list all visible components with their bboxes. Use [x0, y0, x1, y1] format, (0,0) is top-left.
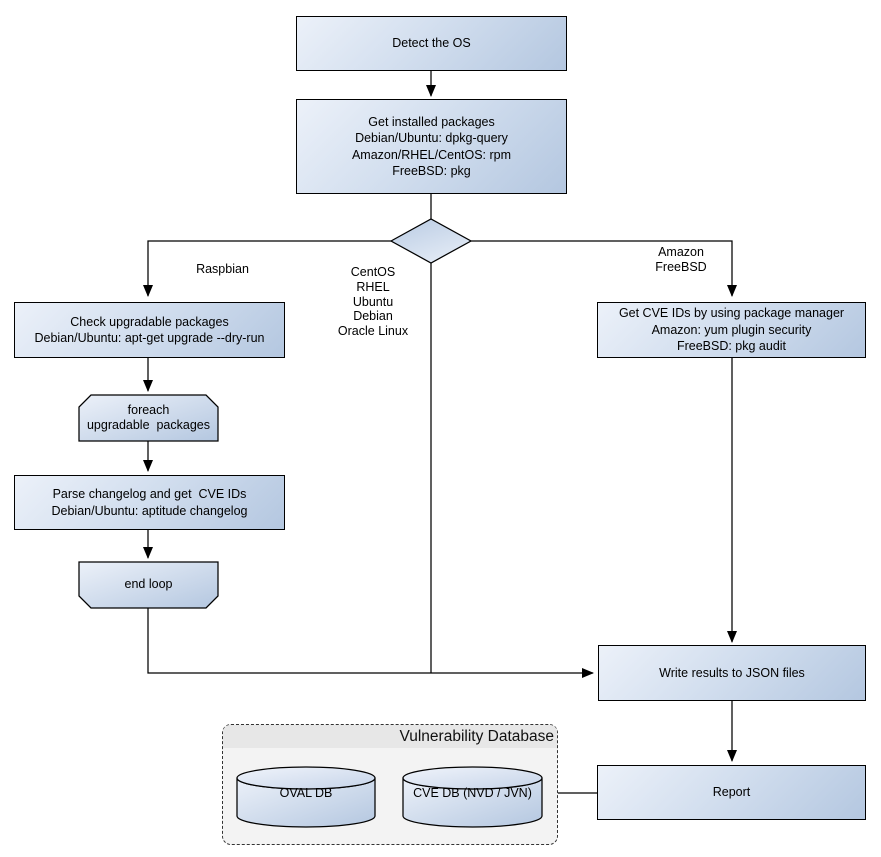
node-foreach-loop: foreach upgradable packages	[79, 395, 218, 441]
branch-label-os: Oracle Linux	[337, 324, 409, 339]
oval-db-cylinder-top	[236, 766, 376, 790]
node-get-cve-ids-line: Amazon: yum plugin security	[651, 322, 812, 337]
oval-db-label-wrap: OVAL DB	[237, 784, 375, 802]
node-foreach-line: upgradable packages	[86, 418, 210, 432]
node-check-upgradable-line: Check upgradable packages	[70, 314, 229, 329]
node-get-installed-packages-line: Amazon/RHEL/CentOS: rpm	[351, 147, 512, 162]
node-end-loop: end loop	[79, 562, 218, 608]
node-parse-changelog-line: Debian/Ubuntu: aptitude changelog	[51, 503, 248, 518]
node-end-loop-label: end loop	[124, 577, 173, 592]
foreach-loop-shape	[78, 394, 219, 442]
cve-db-label: CVE DB (NVD / JVN)	[413, 786, 532, 800]
branch-label-raspbian: Raspbian	[175, 262, 270, 277]
branch-label-os: FreeBSD	[655, 259, 707, 274]
node-detect-os-label: Detect the OS	[392, 36, 471, 51]
node-report: Report	[597, 765, 866, 820]
node-get-cve-ids-line: Get CVE IDs by using package manager	[618, 306, 845, 321]
node-check-upgradable-packages: Check upgradable packages Debian/Ubuntu:…	[14, 302, 285, 358]
decision-diamond	[389, 218, 473, 264]
node-foreach-line: foreach	[127, 402, 170, 417]
branch-label-os: Debian	[353, 309, 393, 324]
node-write-results-label: Write results to JSON files	[659, 665, 805, 680]
oval-db-label: OVAL DB	[279, 786, 333, 800]
branch-label-amazon-freebsd: Amazon FreeBSD	[641, 245, 721, 275]
edge-decision-to-check-upgradable	[143, 240, 391, 297]
branch-label-os: Ubuntu	[352, 294, 394, 309]
branch-label-os: CentOS	[350, 265, 396, 279]
node-detect-os: Detect the OS	[296, 16, 567, 71]
vulnerability-database-title: Vulnerability Database	[223, 725, 557, 748]
node-write-results: Write results to JSON files	[598, 645, 866, 701]
branch-label-raspbian-text: Raspbian	[196, 262, 249, 276]
node-parse-changelog-line: Parse changelog and get CVE IDs	[52, 487, 247, 501]
end-loop-shape	[78, 561, 219, 609]
cve-db-label-wrap: CVE DB (NVD / JVN)	[403, 784, 542, 802]
branch-label-os: Amazon	[658, 245, 704, 259]
node-get-installed-packages: Get installed packages Debian/Ubuntu: dp…	[296, 99, 567, 194]
cve-db-cylinder-top	[402, 766, 543, 790]
branch-label-os-list: CentOS RHEL Ubuntu Debian Oracle Linux	[323, 265, 423, 339]
node-check-upgradable-line: Debian/Ubuntu: apt-get upgrade --dry-run	[34, 331, 265, 345]
edge-endloop-to-write-results	[147, 608, 594, 678]
node-parse-changelog: Parse changelog and get CVE IDs Debian/U…	[14, 475, 285, 530]
node-get-installed-packages-line: Debian/Ubuntu: dpkg-query	[355, 131, 508, 145]
node-report-label: Report	[712, 785, 751, 800]
edge-decision-to-get-cve	[471, 240, 737, 297]
node-get-cve-ids: Get CVE IDs by using package manager Ama…	[597, 302, 866, 358]
node-get-installed-packages-line: FreeBSD: pkg	[392, 164, 471, 178]
node-get-installed-packages-line: Get installed packages	[368, 114, 495, 129]
node-get-cve-ids-line: FreeBSD: pkg audit	[676, 339, 787, 354]
branch-label-os: RHEL	[356, 279, 390, 294]
